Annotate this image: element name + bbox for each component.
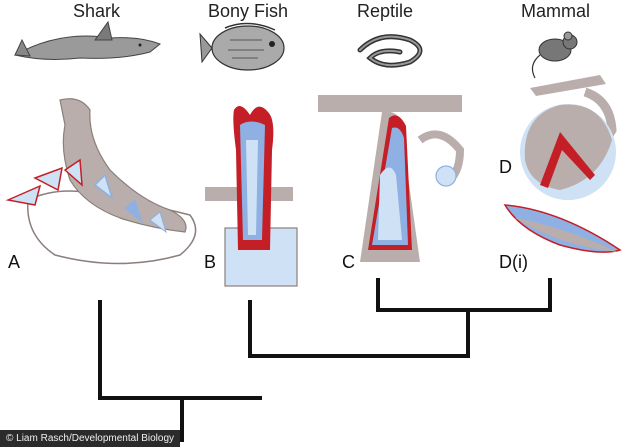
- title-mammal: Mammal: [521, 1, 591, 21]
- shark-tooth-rows: [5, 98, 197, 265]
- title-bony-fish: Bony Fish: [208, 1, 289, 21]
- reptile-tooth: [318, 95, 465, 263]
- mammal-tooth: [520, 75, 617, 200]
- mammal-tooth-detail: [503, 204, 622, 253]
- shark-icon: [13, 20, 161, 60]
- label-d-i: D(i): [499, 252, 528, 272]
- title-reptile: Reptile: [357, 1, 414, 21]
- image-credit: © Liam Rasch/Developmental Biology: [0, 430, 181, 447]
- bony-fish-icon: [199, 22, 285, 71]
- snake-icon: [357, 34, 423, 68]
- bony-fish-tooth: [205, 106, 298, 287]
- label-c: C: [342, 252, 355, 272]
- mouse-icon: [531, 31, 578, 79]
- label-b: B: [204, 252, 217, 272]
- label-a: A: [8, 252, 21, 272]
- label-d: D: [499, 157, 512, 177]
- title-shark: Shark: [73, 1, 121, 21]
